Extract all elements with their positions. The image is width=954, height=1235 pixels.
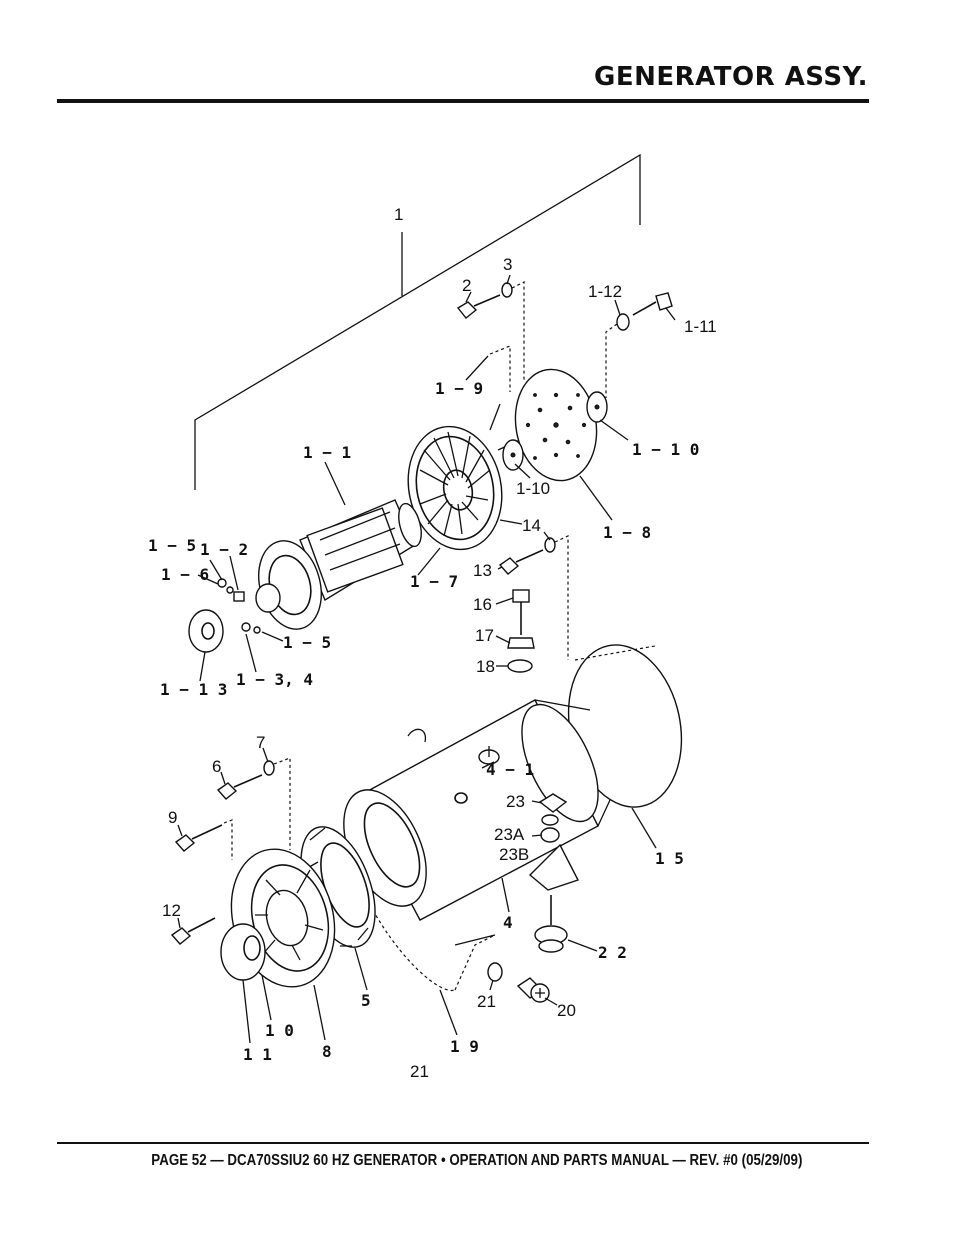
callout-1-7: 1 − 7: [410, 572, 458, 591]
callout-1-8: 1 − 8: [603, 523, 651, 542]
callout-19: 1 9: [450, 1037, 479, 1056]
rotor: [255, 499, 422, 630]
callout-7: 7: [256, 733, 265, 752]
callout-8: 8: [322, 1042, 332, 1061]
callout-13: 13: [473, 561, 492, 580]
assembly-bracket: [194, 153, 641, 490]
callout-15: 1 5: [655, 849, 684, 868]
callout-1-13: 1 − 1 3: [160, 680, 227, 699]
callout-14: 14: [522, 516, 541, 535]
callout-1-1: 1 − 1: [303, 443, 351, 462]
fastener-bolts-middle: [498, 535, 569, 673]
callout-23: 23: [506, 792, 525, 811]
shroud: [369, 904, 496, 992]
callout-16: 16: [473, 595, 492, 614]
callout-3: 3: [503, 255, 512, 274]
callout-1-11: 1-11: [684, 317, 717, 336]
callout-12: 12: [162, 901, 181, 920]
callout-4: 4: [503, 913, 513, 932]
diode-parts: [217, 578, 261, 634]
callout-10: 1 0: [265, 1021, 294, 1040]
callout-18: 18: [476, 657, 495, 676]
page-title: GENERATOR ASSY.: [594, 62, 868, 92]
callout-1-5-bottom: 1 − 5: [283, 633, 331, 652]
callout-11: 1 1: [243, 1045, 272, 1064]
callout-23a: 23A: [494, 825, 525, 844]
callout-1-2: 1 − 2: [200, 540, 248, 559]
flex-plate: [514, 368, 598, 482]
footer-rule: [57, 1142, 869, 1144]
bearing-cover: [188, 609, 224, 653]
callout-21-upper: 21: [477, 992, 496, 1011]
callout-1-9: 1 − 9: [435, 379, 483, 398]
leader-lines: [177, 274, 676, 1044]
callout-1-12: 1-12: [588, 282, 622, 301]
callout-1-10-right: 1 − 1 0: [632, 440, 699, 459]
callout-1-5-top: 1 − 5: [148, 536, 196, 555]
cooling-fan: [407, 403, 523, 551]
callout-1-6: 1 − 6: [161, 565, 209, 584]
page-footer: PAGE 52 — DCA70SSIU2 60 HZ GENERATOR • O…: [151, 1152, 803, 1169]
shroud-screws: [487, 962, 550, 1003]
end-cover: [220, 923, 266, 981]
callout-23b: 23B: [499, 845, 529, 864]
spacer-plates: [502, 391, 608, 471]
callout-9: 9: [168, 808, 177, 827]
fastener-bolts-lower: [170, 757, 291, 945]
callout-1-3-4: 1 − 3, 4: [236, 670, 313, 689]
callout-20: 20: [557, 1001, 576, 1020]
callout-labels: 1 2 3 1-12 1-11 1 − 9 1 − 1 0 1-10 1 − 1…: [148, 205, 717, 1081]
callout-22: 2 2: [598, 943, 627, 962]
header-rule: [57, 99, 869, 103]
generator-frame: [343, 644, 683, 921]
callout-2: 2: [462, 276, 471, 295]
callout-1-10-left: 1-10: [516, 479, 550, 498]
callout-21-lower: 21: [410, 1062, 429, 1081]
callout-4-1: 4 − 1: [486, 760, 534, 779]
callout-5: 5: [361, 991, 371, 1010]
vibration-mount: [528, 793, 579, 953]
fastener-bolts-upper: [456, 281, 673, 398]
callout-17: 17: [475, 626, 494, 645]
callout-6: 6: [212, 757, 221, 776]
callout-1: 1: [394, 205, 403, 224]
